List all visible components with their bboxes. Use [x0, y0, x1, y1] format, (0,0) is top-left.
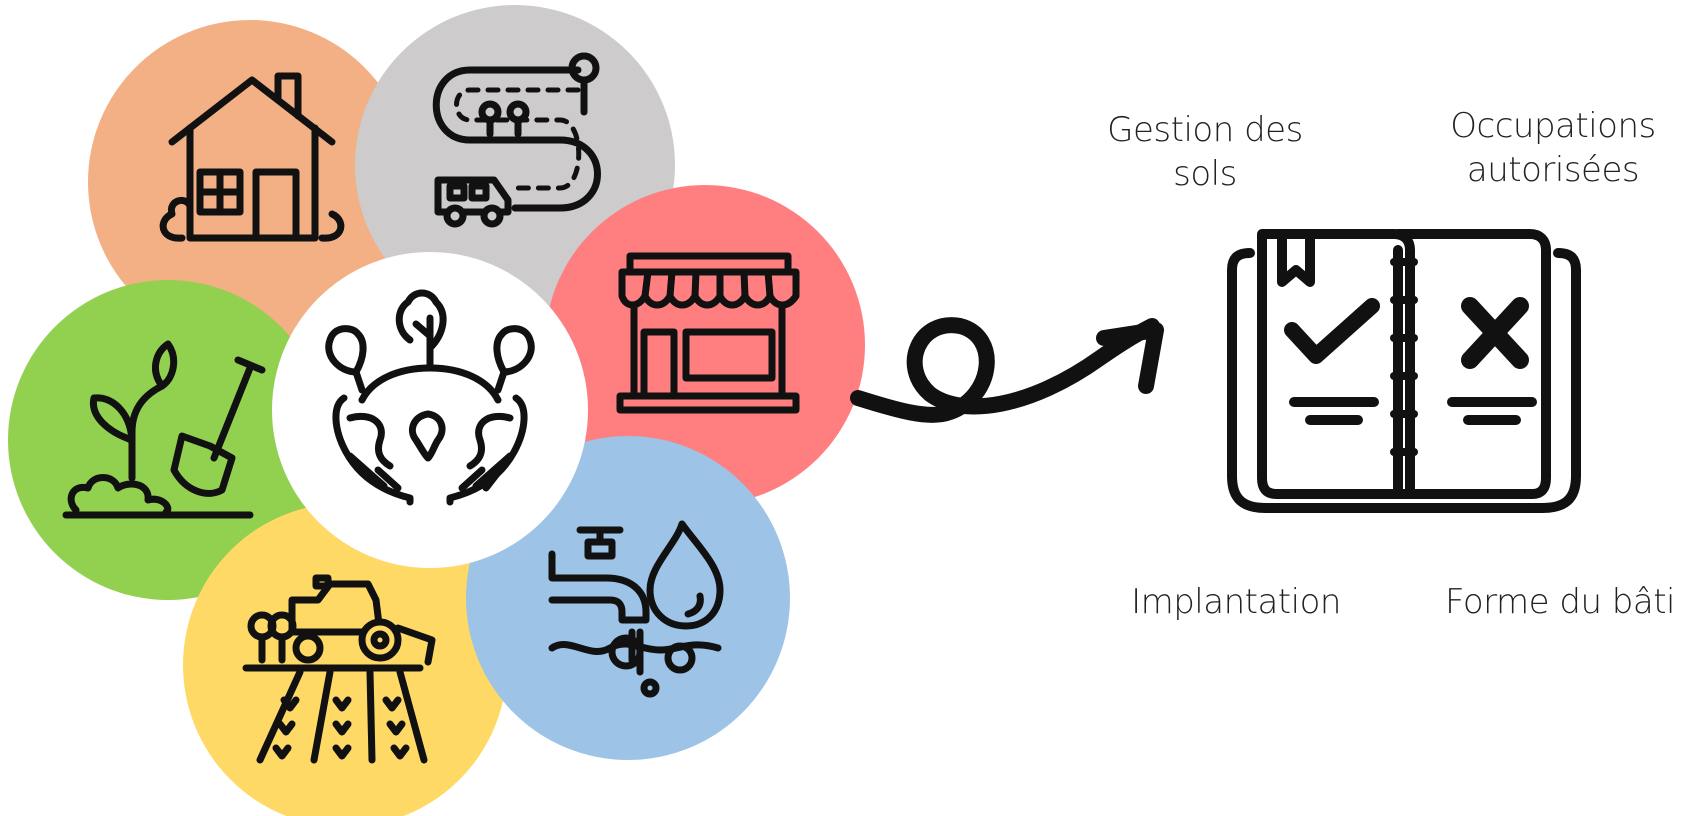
gestion-line-2: sols	[1100, 152, 1310, 196]
loop-arrow-icon	[858, 325, 1156, 415]
occupations-line-2: autorisées	[1448, 148, 1658, 192]
occupations-autorisees-label: Occupations autorisées	[1448, 104, 1658, 192]
implantation-text: Implantation	[1126, 580, 1346, 624]
forme-text: Forme du bâti	[1440, 580, 1680, 624]
gestion-des-sols-label: Gestion des sols	[1100, 108, 1310, 196]
occupations-line-1: Occupations	[1448, 104, 1658, 148]
rulebook-check-cross-icon	[1232, 234, 1576, 508]
implantation-label: Implantation	[1126, 580, 1346, 624]
environment-bubble	[272, 252, 588, 568]
gestion-line-1: Gestion des	[1100, 108, 1310, 152]
forme-du-bati-label: Forme du bâti	[1440, 580, 1680, 624]
